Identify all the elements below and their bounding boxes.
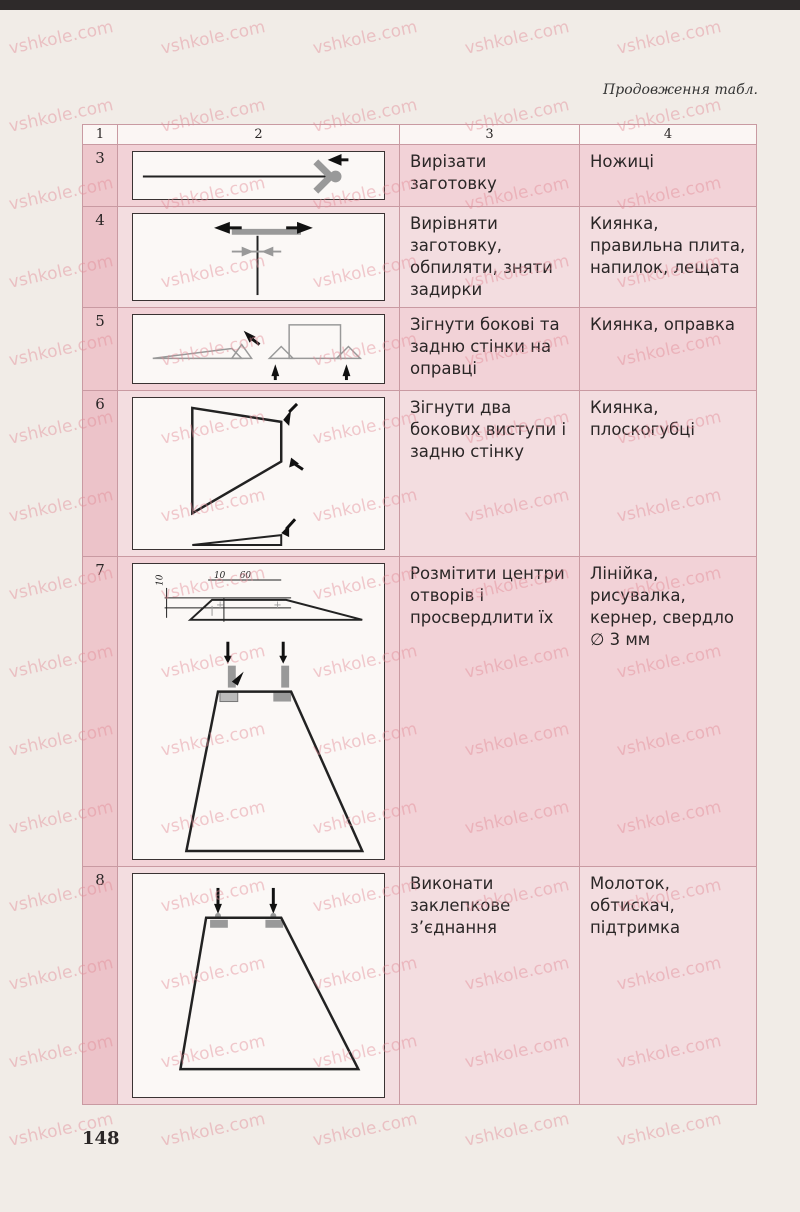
page-number: 148 [82,1128,120,1149]
straightening-drawing [132,213,385,301]
operation-text: Зігнути бокові та задню стінки на оправц… [399,307,580,391]
watermark-text: vshkole.com [159,1109,268,1151]
watermark-text: vshkole.com [615,1109,724,1151]
bending-on-mandrel-drawing [132,314,385,384]
table-row: 6 Зігнути два бокових виступи і задню ст… [82,390,757,557]
step-number: 3 [82,144,118,207]
column-header: 3 [399,124,580,145]
process-table: 1 2 3 4 3 Вирізати заготовку Ножиці 4 [82,124,757,1105]
bending-tabs-drawing [132,397,385,550]
step-number: 4 [82,206,118,308]
tools-text: Киянка, правильна плита, напилок, лещата [579,206,757,308]
tools-text: Молоток, обтискач, підтримка [579,866,757,1105]
riveting-drawing [132,873,385,1098]
operation-text: Зігнути два бокових виступи і задню стін… [399,390,580,557]
column-header: 1 [82,124,118,145]
step-illustration [117,866,400,1105]
watermark-text: vshkole.com [463,1109,572,1151]
table-row: 3 Вирізати заготовку Ножиці [82,144,757,207]
table-row: 8 Виконати заклепкове з’єднання Молоток,… [82,866,757,1105]
table-continuation-note: Продовження табл. [603,82,758,98]
svg-text:+: + [216,600,224,611]
step-number: 5 [82,307,118,391]
tools-text: Ножиці [579,144,757,207]
dimension-label: 10 [214,571,226,581]
tools-text: Лінійка, рисувалка, кернер, свердло ∅ 3 … [579,556,757,867]
table-row: 7 10 10 60 + + [82,556,757,867]
step-number: 8 [82,866,118,1105]
cutting-drawing [132,151,385,200]
watermark-text: vshkole.com [463,17,572,59]
step-illustration [117,307,400,391]
watermark-text: vshkole.com [615,17,724,59]
watermark-text: vshkole.com [311,1109,420,1151]
step-illustration [117,390,400,557]
step-number: 6 [82,390,118,557]
table-row: 5 Зігнути бокові та задню стінки [82,307,757,391]
operation-text: Розмітити центри отворів і просвердлити … [399,556,580,867]
watermark-text: vshkole.com [159,17,268,59]
watermark-text: vshkole.com [311,17,420,59]
tools-text: Киянка, плоскогубці [579,390,757,557]
column-header: 2 [117,124,400,145]
tools-text: Киянка, оправка [579,307,757,391]
step-illustration [117,206,400,308]
marking-drilling-drawing: 10 10 60 + + [132,563,385,860]
operation-text: Виконати заклепкове з’єднання [399,866,580,1105]
header-row: 1 2 3 4 [82,124,757,145]
svg-text:+: + [273,600,281,611]
table-row: 4 Вирівняти заготовку, обпиляти, зняти з… [82,206,757,308]
dimension-label: 60 [240,571,252,581]
operation-text: Вирізати заготовку [399,144,580,207]
top-band [0,0,800,10]
column-header: 4 [579,124,757,145]
operation-text: Вирівняти заготовку, обпиляти, зняти зад… [399,206,580,308]
step-illustration: 10 10 60 + + [117,556,400,867]
step-illustration [117,144,400,207]
watermark-text: vshkole.com [7,17,116,59]
step-number: 7 [82,556,118,867]
dimension-label: 10 [156,574,166,586]
